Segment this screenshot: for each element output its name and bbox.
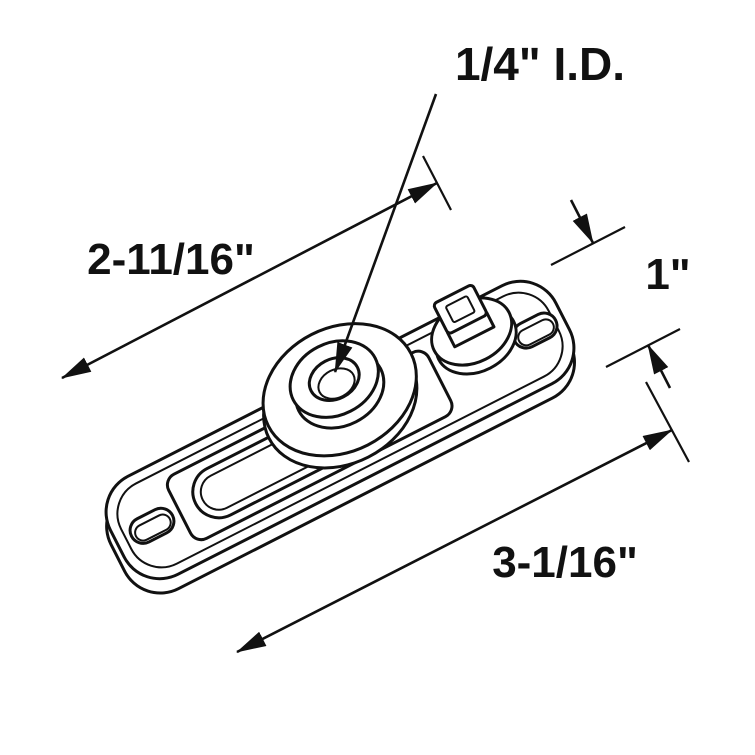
left-mounting-slot: [128, 506, 176, 545]
post-head-top: [432, 283, 488, 335]
dimension-line-length-upper: [61, 181, 438, 380]
dimension-annotations: [61, 93, 690, 654]
dimension-arrow-width-top: [569, 199, 595, 244]
dimension-line-length-lower: [236, 428, 673, 654]
dimension-labels: 1/4" I.D. 2-11/16" 1" 3-1/16": [87, 38, 691, 587]
dim-label-inner-diameter: 1/4" I.D.: [455, 38, 625, 90]
extension-line-width-top: [550, 226, 626, 266]
dim-label-length-lower: 3-1/16": [492, 538, 638, 587]
extension-line-length-lower: [645, 381, 690, 463]
extension-line-length-upper: [422, 155, 452, 211]
dim-label-width-end: 1": [645, 250, 690, 299]
dimension-arrow-width-bottom: [646, 344, 672, 389]
square-post: [430, 283, 518, 376]
left-mounting-slot-depth: [134, 513, 172, 542]
post-head-inner-square: [445, 295, 476, 324]
extension-line-width-bottom: [605, 328, 681, 368]
dim-label-length-upper: 2-11/16": [87, 235, 255, 284]
right-mounting-slot-depth: [517, 318, 555, 347]
